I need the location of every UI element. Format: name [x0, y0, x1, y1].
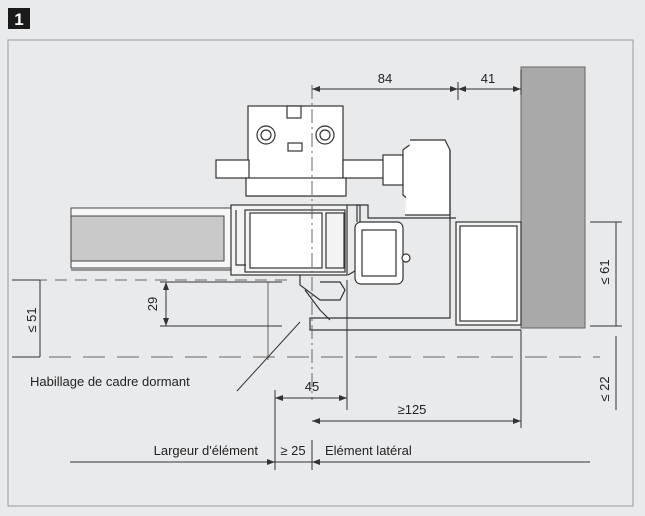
dim-84: 84 — [378, 71, 392, 86]
label-habillage: Habillage de cadre dormant — [30, 374, 190, 389]
lock-box — [354, 221, 411, 285]
dim-le61: ≤ 61 — [597, 259, 612, 284]
label-largeur: Largeur d'élément — [154, 443, 259, 458]
dim-le51: ≤ 51 — [24, 307, 39, 332]
dim-ge125: ≥125 — [398, 402, 427, 417]
glass-panel — [70, 215, 225, 262]
figure-badge-number: 1 — [14, 10, 23, 29]
frame-profile — [230, 204, 361, 321]
hinge-cap — [382, 139, 451, 216]
dim-le22: ≤ 22 — [597, 376, 612, 401]
reference-lines — [15, 85, 600, 400]
wall-block — [520, 66, 586, 329]
label-lateral: Elément latéral — [325, 443, 412, 458]
figure-badge — [8, 8, 30, 29]
lateral-profile — [309, 150, 522, 331]
drawing-frame — [7, 39, 634, 507]
hinge-body — [215, 105, 404, 197]
dim-45: 45 — [305, 379, 319, 394]
dim-29: 29 — [145, 297, 160, 311]
dim-ge25: ≥ 25 — [280, 443, 305, 458]
dim-41: 41 — [481, 71, 495, 86]
arrow-heads — [163, 86, 521, 465]
